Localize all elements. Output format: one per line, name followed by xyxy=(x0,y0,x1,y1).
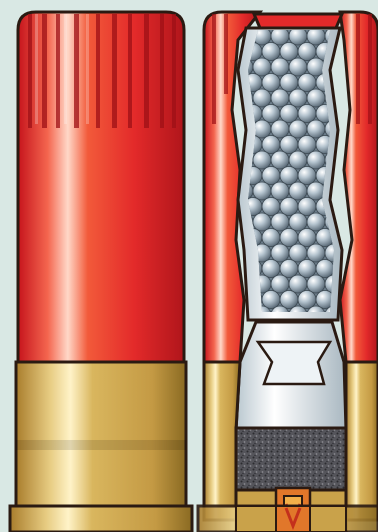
shot-pellet xyxy=(307,58,325,76)
shot-pellet xyxy=(262,291,280,309)
shot-pellet xyxy=(307,182,325,200)
shot-pellet xyxy=(271,120,289,138)
shot-pellet xyxy=(253,151,271,169)
shot-pellet xyxy=(289,244,307,262)
shot-pellet xyxy=(298,291,316,309)
shot-pellet xyxy=(307,213,325,231)
shot-pellet xyxy=(298,43,316,61)
shot-pellet xyxy=(280,105,298,123)
shot-pellet xyxy=(289,182,307,200)
shot-pellet xyxy=(298,198,316,216)
shot-pellet xyxy=(271,89,289,107)
shot-pellet xyxy=(307,275,325,293)
shot-pellet xyxy=(262,260,280,278)
shot-pellet xyxy=(280,43,298,61)
shot-pellet xyxy=(253,213,271,231)
shot-pellet xyxy=(298,260,316,278)
shot-pellet xyxy=(271,182,289,200)
shot-pellet xyxy=(289,89,307,107)
shot-pellet xyxy=(280,198,298,216)
shot-pellet xyxy=(280,74,298,92)
shot-pellet xyxy=(298,136,316,154)
shot-pellet xyxy=(298,229,316,247)
shot-pellet xyxy=(289,275,307,293)
shot-pellet xyxy=(262,105,280,123)
shot-pellet xyxy=(298,74,316,92)
powder-charge xyxy=(236,428,346,492)
shot-pellet xyxy=(280,229,298,247)
shot-pellet xyxy=(280,136,298,154)
shot-pellet xyxy=(262,43,280,61)
shot-pellet xyxy=(280,260,298,278)
shot-pellet xyxy=(262,229,280,247)
exterior-view xyxy=(10,12,192,532)
shot-pellet xyxy=(253,182,271,200)
brass-head xyxy=(16,362,186,512)
shot-pellet xyxy=(271,244,289,262)
shot-pellet xyxy=(280,167,298,185)
shot-pellet xyxy=(289,58,307,76)
shot-pellet xyxy=(271,275,289,293)
shot-pellet xyxy=(280,291,298,309)
shot-pellet xyxy=(307,89,325,107)
cutaway-view xyxy=(198,12,378,532)
shot-pellet xyxy=(262,136,280,154)
shot-pellet xyxy=(307,120,325,138)
brass-head-right xyxy=(346,362,378,520)
shot-pellet xyxy=(271,213,289,231)
shot-pellet xyxy=(253,58,271,76)
shot-pellet xyxy=(289,213,307,231)
shot-pellet xyxy=(307,151,325,169)
rim xyxy=(10,506,192,532)
shot-pellet xyxy=(298,167,316,185)
shot-pellet xyxy=(298,105,316,123)
shot-pellet xyxy=(262,198,280,216)
shot-pellet xyxy=(253,89,271,107)
shot-pellet xyxy=(289,120,307,138)
shot-pellet xyxy=(289,151,307,169)
shot-pellet xyxy=(262,167,280,185)
shot-pellet xyxy=(262,74,280,92)
shot-pellet xyxy=(307,244,325,262)
shot-pellet xyxy=(316,260,334,278)
shot-pellet xyxy=(271,151,289,169)
crimp-closure xyxy=(254,14,342,28)
shot-pellet xyxy=(271,58,289,76)
